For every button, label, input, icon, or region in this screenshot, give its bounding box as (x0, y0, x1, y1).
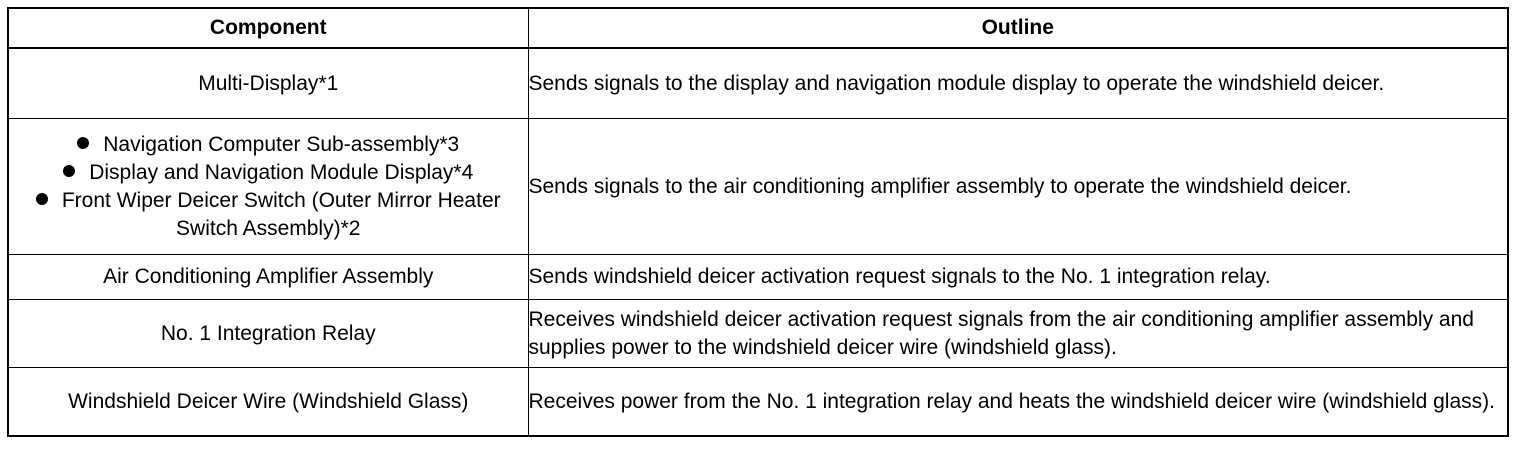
list-item: Display and Navigation Module Display*4 (9, 159, 528, 187)
bullet-icon (63, 164, 76, 177)
component-cell: Multi-Display*1 (7, 47, 529, 119)
table-row: Air Conditioning Amplifier Assembly Send… (7, 254, 1509, 300)
header-row: Component Outline (7, 7, 1509, 49)
list-item-label: Display and Navigation Module Display*4 (89, 160, 474, 184)
list-item: Front Wiper Deicer Switch (Outer Mirror … (9, 187, 528, 243)
list-item-label: Navigation Computer Sub-assembly*3 (103, 132, 460, 156)
outline-cell: Receives windshield deicer activation re… (527, 299, 1509, 368)
table-row: Navigation Computer Sub-assembly*3 Displ… (7, 118, 1509, 255)
header-component: Component (7, 7, 529, 49)
bullet-icon (77, 136, 90, 149)
component-bullet-list: Navigation Computer Sub-assembly*3 Displ… (9, 131, 528, 243)
outline-cell: Receives power from the No. 1 integratio… (527, 367, 1509, 437)
outline-cell: Sends signals to the air conditioning am… (527, 118, 1509, 255)
list-item-label: Front Wiper Deicer Switch (Outer Mirror … (61, 188, 501, 240)
component-outline-table: Component Outline Multi-Display*1 Sends … (7, 7, 1509, 437)
header-outline: Outline (527, 7, 1509, 49)
component-cell: Windshield Deicer Wire (Windshield Glass… (7, 367, 529, 437)
component-cell: Air Conditioning Amplifier Assembly (7, 254, 529, 300)
outline-cell: Sends signals to the display and navigat… (527, 47, 1509, 119)
component-cell: Navigation Computer Sub-assembly*3 Displ… (7, 118, 529, 255)
table-row: No. 1 Integration Relay Receives windshi… (7, 299, 1509, 368)
table-row: Multi-Display*1 Sends signals to the dis… (7, 47, 1509, 119)
component-cell: No. 1 Integration Relay (7, 299, 529, 368)
bullet-icon (35, 192, 48, 205)
list-item: Navigation Computer Sub-assembly*3 (9, 131, 528, 159)
table-row: Windshield Deicer Wire (Windshield Glass… (7, 367, 1509, 437)
outline-cell: Sends windshield deicer activation reque… (527, 254, 1509, 300)
